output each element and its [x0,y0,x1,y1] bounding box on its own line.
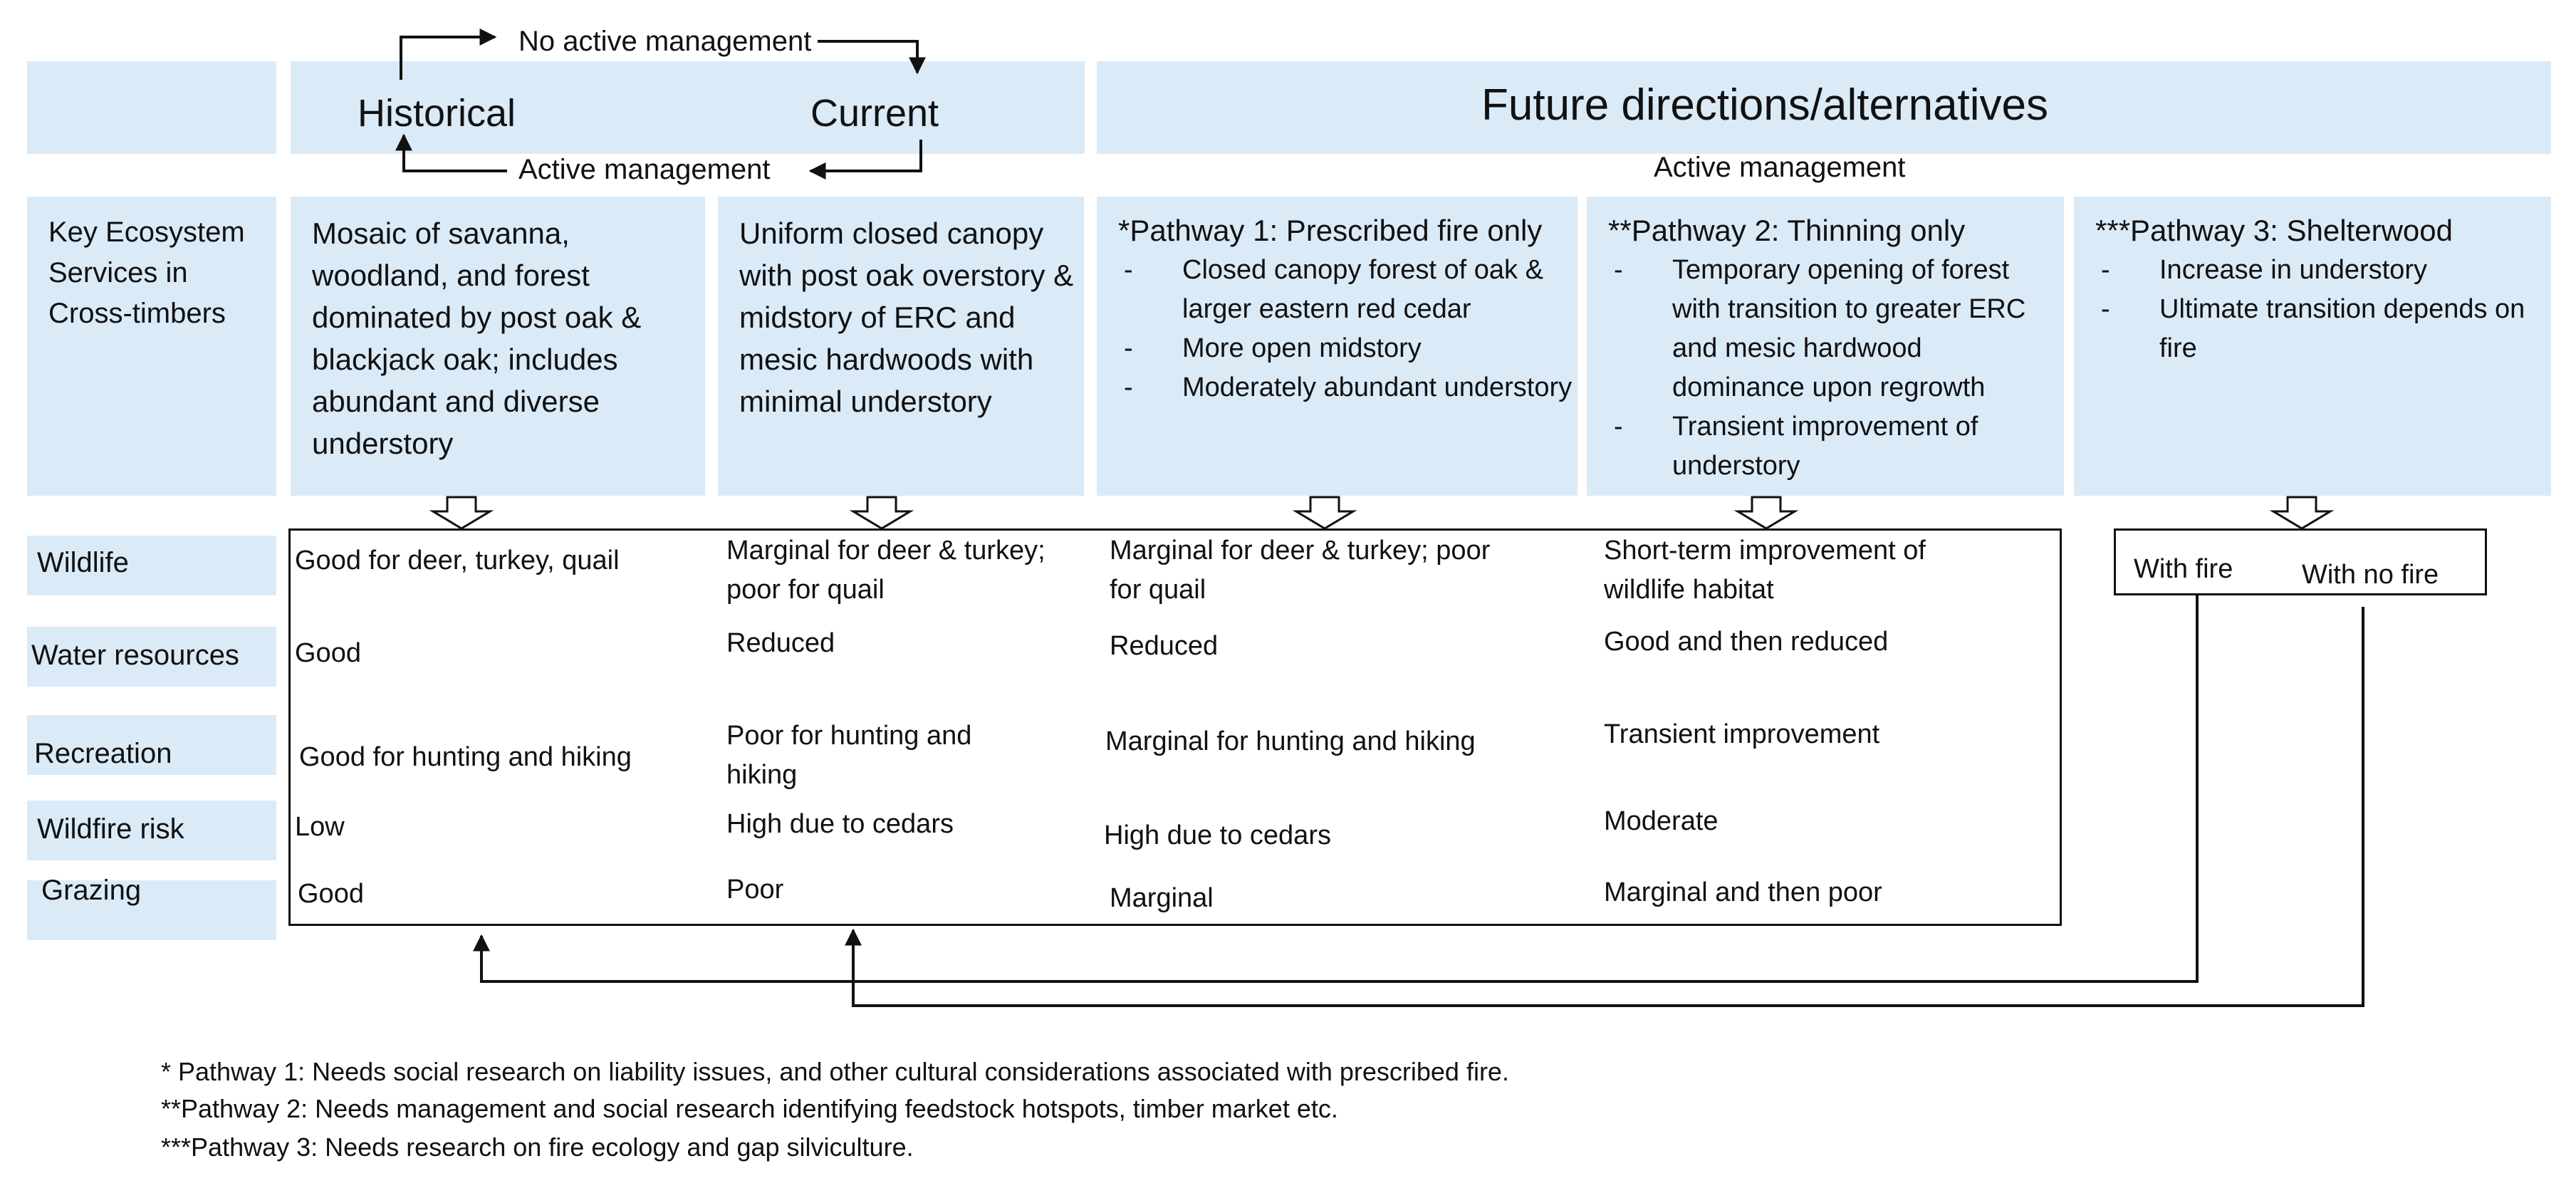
row-label-water: Water resources [31,640,239,671]
row-label-wildlife: Wildlife [37,547,129,578]
footnote-pathway3: ***Pathway 3: Needs research on fire eco… [161,1132,914,1162]
pathway3-title: ***Pathway 3: Shelterwood [2095,214,2453,247]
table-cell: Reduced [1110,631,1219,661]
with-no-fire-arrow [845,607,2364,1007]
active-management-right-label: Active management [1654,152,1906,183]
table-cell: High due to cedars [726,809,954,839]
pathway1-item: Closed canopy forest of oak & larger eas… [1118,251,1574,329]
table-cell: Good for hunting and hiking [299,742,632,772]
services-table [288,528,2062,926]
pathway1-item: More open midstory [1118,329,1574,368]
fire-outcome-box [2114,528,2487,595]
row-label-recreation: Recreation [34,738,172,769]
current-description: Uniform closed canopy with post oak over… [739,217,1074,418]
row-label-box [27,880,276,940]
down-arrow-icon [1292,496,1357,530]
down-arrow-icon [2269,496,2335,530]
row-label-box [27,536,276,595]
pathway2-title: **Pathway 2: Thinning only [1608,214,1966,247]
header-future-box [1097,61,2551,154]
table-cell: Moderate [1604,806,1719,836]
future-title: Future directions/alternatives [1481,80,2049,130]
footnote-pathway2: **Pathway 2: Needs management and social… [161,1094,1338,1123]
no-active-management-arrow [400,28,497,80]
with-fire-arrow [473,595,2199,983]
current-label: Current [810,92,939,135]
table-cell: Reduced [726,628,835,658]
row-label-box [27,715,276,775]
with-fire-label: With fire [2134,554,2233,584]
key-services-box [27,197,276,496]
with-no-fire-label: With no fire [2302,560,2439,590]
pathway2-item: Transient improvement of understory [1608,407,2057,486]
pathway1-list: Closed canopy forest of oak & larger eas… [1118,251,1574,407]
table-cell: Good for deer, turkey, quail [295,546,620,575]
key-services-text: Key Ecosystem Services in Cross-timbers [48,217,245,329]
down-arrow-icon [429,496,494,530]
row-label-grazing: Grazing [41,875,142,906]
table-cell: Marginal and then poor [1604,877,1882,907]
table-cell: Marginal for deer & turkey; poor for qua… [726,536,1045,605]
table-cell: Marginal for deer & turkey; poor for qua… [1110,536,1491,605]
active-management-arrow-end [395,133,507,172]
active-management-arrow [808,140,922,179]
historical-description: Mosaic of savanna, woodland, and forest … [312,217,642,460]
table-cell: Good [298,879,364,909]
table-cell: Marginal for hunting and hiking [1105,726,1476,756]
header-blank-box [27,61,276,154]
pathway1-item: Moderately abundant understory [1118,368,1574,407]
table-cell: High due to cedars [1104,820,1331,850]
pathway2-block: **Pathway 2: Thinning only Temporary ope… [1608,211,2057,486]
no-active-management-arrow-end [818,40,926,75]
down-arrow-icon [1733,496,1799,530]
row-label-box [27,801,276,860]
historical-description-box [291,197,705,496]
table-cell: Short-term improvement of wildlife habit… [1604,536,1926,605]
row-label-box [27,627,276,687]
row-label-wildfire: Wildfire risk [37,813,184,845]
table-cell: Good and then reduced [1604,627,1889,657]
pathway2-list: Temporary opening of forest with transit… [1608,251,2057,486]
historical-label: Historical [358,92,516,135]
table-cell: Poor [726,875,784,905]
pathway1-title: *Pathway 1: Prescribed fire only [1118,214,1543,247]
current-description-box [718,197,1084,496]
table-cell: Low [295,812,345,842]
pathway3-item: Ultimate transition depends on fire [2095,290,2544,368]
footnote-pathway1: * Pathway 1: Needs social research on li… [161,1057,1509,1086]
header-historical-current-box [291,61,1085,154]
pathway3-list: Increase in understory Ultimate transiti… [2095,251,2544,368]
active-management-left-label: Active management [518,154,771,185]
table-cell: Marginal [1110,883,1214,913]
pathway3-block: ***Pathway 3: Shelterwood Increase in un… [2095,211,2544,368]
pathway3-item: Increase in understory [2095,251,2544,290]
down-arrow-icon [849,496,914,530]
table-cell: Good [295,638,361,668]
pathway2-item: Temporary opening of forest with transit… [1608,251,2057,407]
table-cell: Poor for hunting and hiking [726,721,972,790]
pathway1-block: *Pathway 1: Prescribed fire only Closed … [1118,211,1574,407]
no-active-management-label: No active management [518,26,812,57]
table-cell: Transient improvement [1604,719,1880,749]
